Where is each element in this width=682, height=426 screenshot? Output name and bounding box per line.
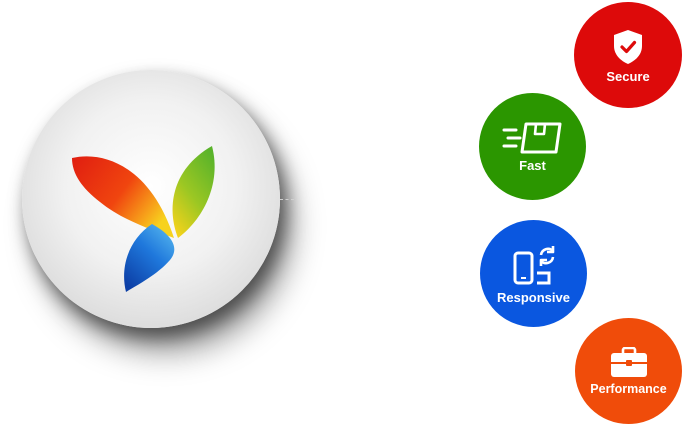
feature-label-performance: Performance bbox=[590, 381, 667, 396]
yii-logo-icon bbox=[72, 146, 215, 292]
connector-line bbox=[280, 199, 294, 200]
feature-badge-secure: Secure bbox=[574, 2, 682, 108]
rotate-device-icon bbox=[513, 246, 554, 285]
feature-label-responsive: Responsive bbox=[497, 290, 570, 305]
shield-check-icon bbox=[614, 29, 642, 64]
feature-badge-performance: Performance bbox=[575, 318, 682, 424]
logo-petal-red bbox=[72, 156, 174, 238]
feature-badge-fast: Fast bbox=[479, 93, 586, 200]
feature-label-fast: Fast bbox=[519, 158, 546, 173]
logo-disc bbox=[22, 70, 280, 328]
briefcase-icon bbox=[610, 346, 647, 377]
logo-petal-blue bbox=[124, 224, 175, 292]
logo-petal-green bbox=[172, 146, 215, 238]
feature-label-secure: Secure bbox=[606, 68, 650, 84]
fast-delivery-box-icon bbox=[502, 122, 561, 154]
feature-badge-responsive: Responsive bbox=[480, 220, 587, 327]
